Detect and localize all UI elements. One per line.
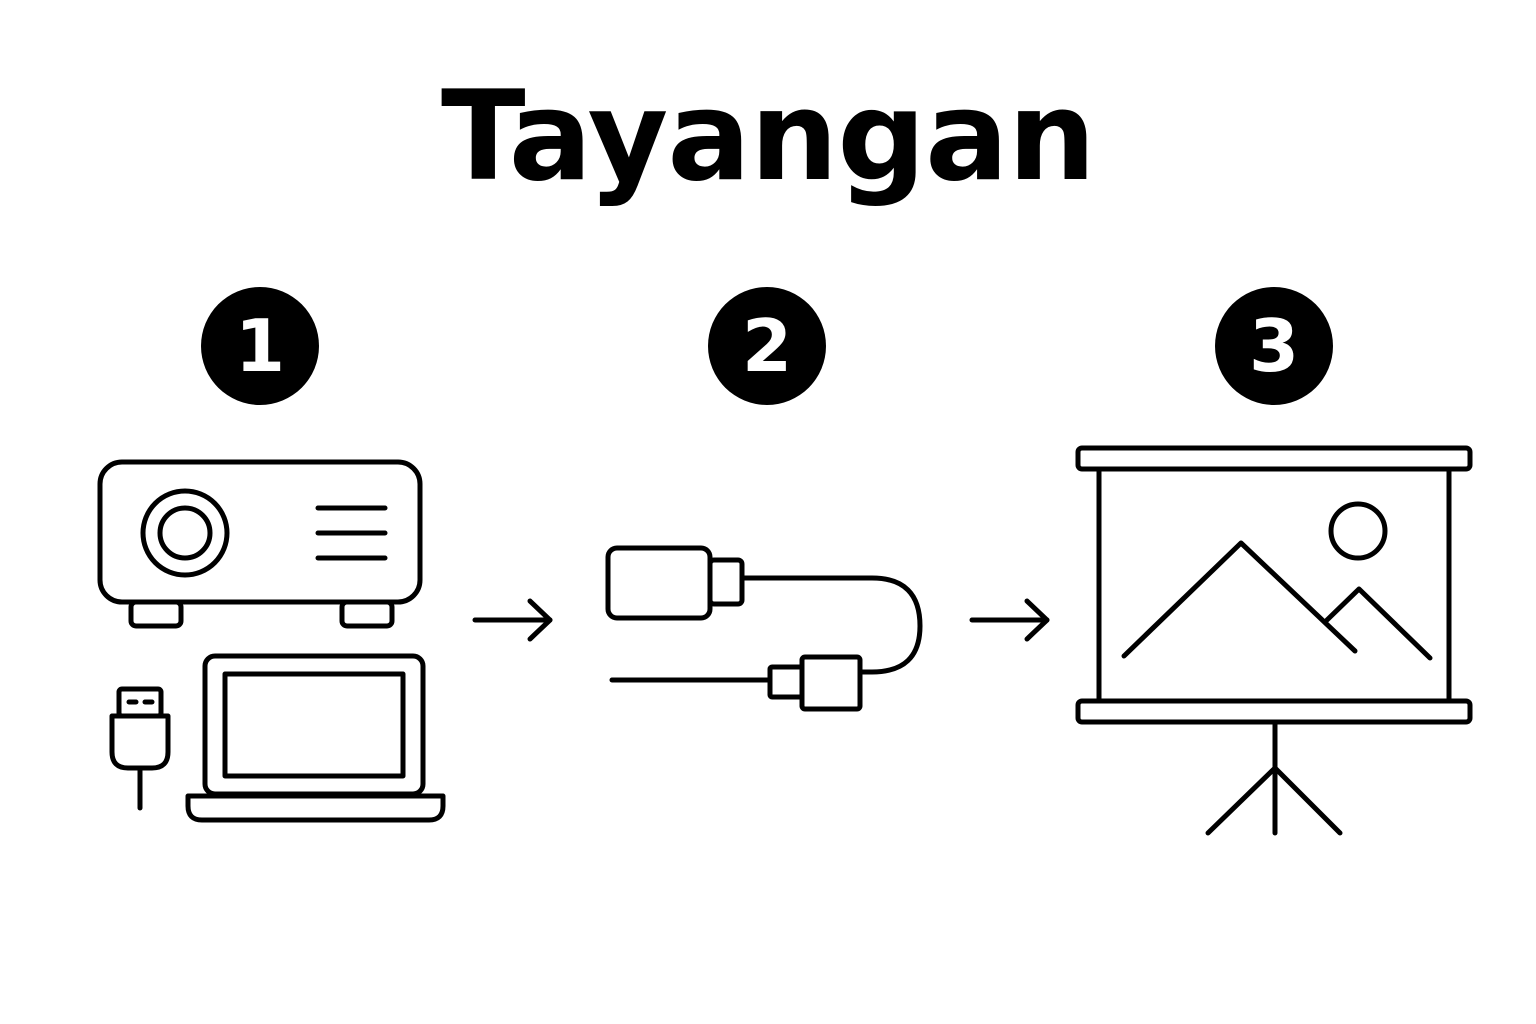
step-badge-2: 2 xyxy=(708,287,826,405)
step-badge-1: 1 xyxy=(201,287,319,405)
arrow-right-icon xyxy=(472,598,553,642)
arrow-right-icon xyxy=(969,598,1050,642)
projector-icon xyxy=(97,459,423,629)
laptop-icon xyxy=(185,653,446,823)
hdmi-cable-icon xyxy=(605,545,923,712)
diagram-title: Tayangan xyxy=(441,65,1096,209)
usb-plug-icon xyxy=(109,686,171,811)
step-badge-3: 3 xyxy=(1215,287,1333,405)
projection-screen-icon xyxy=(1075,445,1473,836)
